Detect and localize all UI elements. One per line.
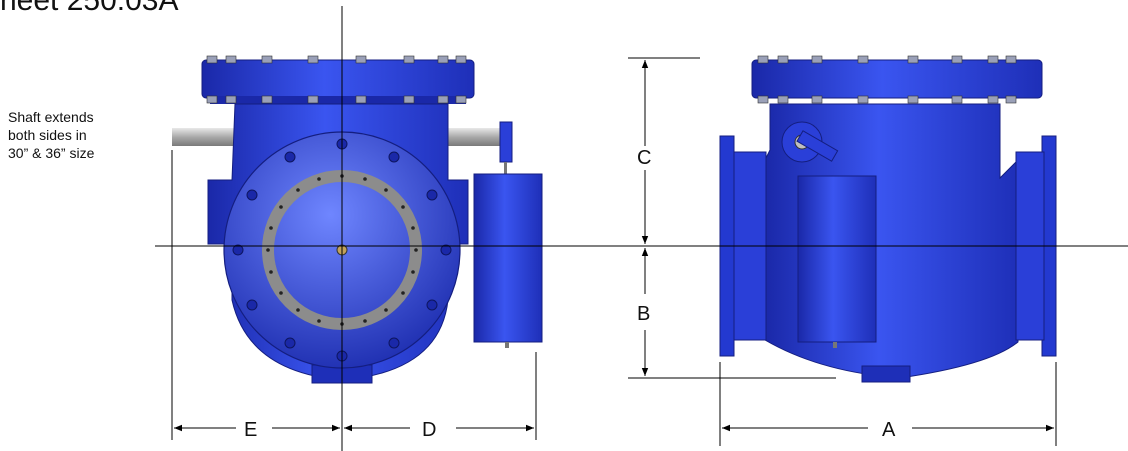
cover-bolts [206, 55, 467, 104]
shaft-note-line-2: both sides in [8, 127, 87, 143]
dim-label-d: D [422, 419, 436, 441]
shaft-note-line-3: 30” & 36” size [8, 145, 95, 161]
side-top-cover [751, 59, 1043, 99]
shaft-right [440, 128, 500, 146]
side-view [719, 55, 1057, 383]
dim-label-c: C [637, 147, 651, 169]
counterweight [473, 173, 543, 343]
shaft-left [172, 128, 242, 146]
shaft-note-line-1: Shaft extends [8, 109, 94, 125]
dim-label-a: A [882, 419, 896, 441]
shaft-note: Shaft extends both sides in 30” & 36” si… [8, 108, 148, 162]
side-cover-bolts [757, 55, 1017, 104]
end-view [172, 55, 543, 384]
dim-label-b: B [637, 303, 650, 325]
seat-ring-screws [266, 174, 418, 326]
lever-arm [499, 121, 513, 163]
dim-label-e: E [244, 419, 257, 441]
sheet-title: heet 250:03A [0, 0, 179, 17]
side-counterweight [797, 175, 877, 343]
top-cover [201, 59, 475, 99]
dimension-lines [155, 6, 1128, 451]
